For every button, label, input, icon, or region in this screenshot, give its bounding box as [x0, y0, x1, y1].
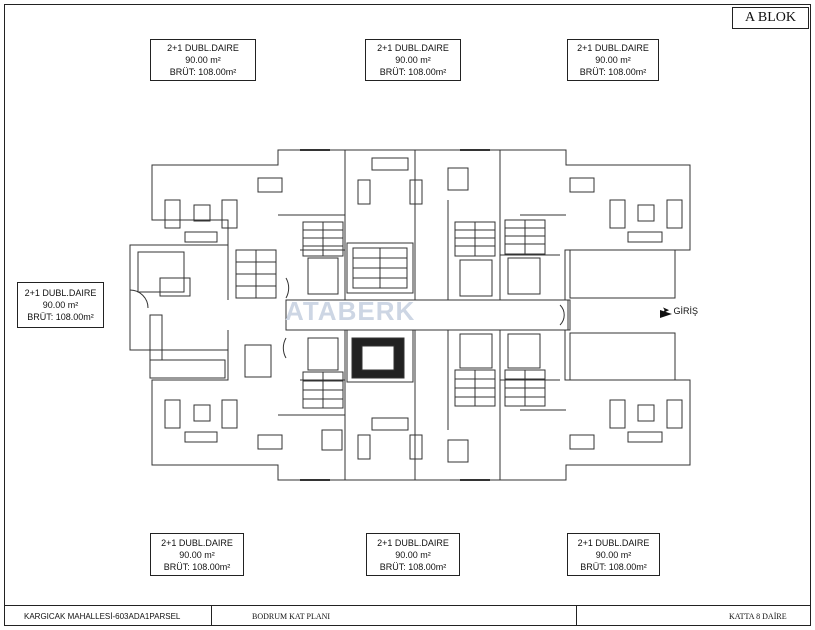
unit-gross-area: BRÜT: 108.00m² [163, 561, 231, 572]
block-title: A BLOK [732, 7, 809, 29]
elevator-car [361, 345, 395, 371]
unit-label-top-center: 2+1 DUBL.DAIRE 90.00 m² BRÜT: 108.00m² [365, 39, 461, 81]
unit-gross-area: BRÜT: 108.00m² [169, 67, 237, 77]
footer-floor-units: KATTA 8 DAİRE [729, 611, 787, 621]
stairs-top [302, 219, 546, 289]
unit-net-area: 90.00 m² [395, 549, 431, 560]
unit-gross-area: BRÜT: 108.00m² [379, 561, 447, 572]
unit-label-left: 2+1 DUBL.DAIRE 90.00 m² BRÜT: 108.00m² [17, 282, 104, 328]
unit-type: 2+1 DUBL.DAIRE [577, 43, 649, 53]
unit-net-area: 90.00 m² [185, 55, 221, 65]
footer-divider [576, 606, 577, 626]
unit-label-top-right: 2+1 DUBL.DAIRE 90.00 m² BRÜT: 108.00m² [567, 39, 659, 81]
unit-label-bottom-left: 2+1 DUBL.DAIRE 90.00 m² BRÜT: 108.00m² [150, 533, 244, 576]
left-kitchen [149, 359, 226, 379]
unit-gross-area: BRÜT: 108.00m² [27, 312, 94, 322]
unit-label-bottom-right: 2+1 DUBL.DAIRE 90.00 m² BRÜT: 108.00m² [567, 533, 660, 576]
entrance-label: ➤ GİRİŞ [662, 305, 698, 316]
entrance-arrow-icon: ➤ [662, 305, 670, 315]
unit-label-top-left: 2+1 DUBL.DAIRE 90.00 m² BRÜT: 108.00m² [150, 39, 256, 81]
title-block: KARGICAK MAHALLESİ-603ADA1PARSEL BODRUM … [4, 605, 811, 626]
unit-net-area: 90.00 m² [42, 300, 79, 310]
unit-net-area: 90.00 m² [179, 549, 215, 560]
unit-label-bottom-center: 2+1 DUBL.DAIRE 90.00 m² BRÜT: 108.00m² [366, 533, 460, 576]
unit-gross-area: BRÜT: 108.00m² [580, 561, 647, 572]
terrace-top-right [569, 249, 676, 299]
unit-net-area: 90.00 m² [395, 55, 431, 65]
dining-tables [257, 167, 595, 463]
footer-location: KARGICAK MAHALLESİ-603ADA1PARSEL [24, 611, 181, 621]
drawing-frame [4, 4, 811, 626]
unit-type: 2+1 DUBL.DAIRE [377, 43, 449, 53]
stairs-bottom [302, 369, 546, 409]
unit-gross-area: BRÜT: 108.00m² [579, 67, 647, 77]
left-sofa [137, 251, 185, 293]
sofa-sets [164, 157, 683, 460]
unit-type: 2+1 DUBL.DAIRE [167, 43, 239, 53]
footer-divider [211, 606, 212, 626]
unit-net-area: 90.00 m² [595, 55, 631, 65]
left-table [159, 277, 191, 297]
entrance-arrow [660, 310, 672, 318]
watermark-logo: ATABERK [285, 296, 416, 326]
unit-type: 2+1 DUBL.DAIRE [577, 537, 650, 548]
stair-core-top [346, 242, 414, 294]
unit-gross-area: BRÜT: 108.00m² [379, 67, 447, 77]
unit-type: 2+1 DUBL.DAIRE [161, 537, 233, 548]
footer-plan-name: BODRUM KAT PLANI [252, 611, 331, 621]
unit-type: 2+1 DUBL.DAIRE [377, 537, 449, 548]
stair-core-bottom [346, 329, 414, 383]
unit-net-area: 90.00 m² [595, 549, 632, 560]
terrace-bottom-right [569, 332, 676, 381]
entrance-text: GİRİŞ [673, 305, 699, 316]
bathrooms [244, 257, 541, 378]
unit-type: 2+1 DUBL.DAIRE [24, 288, 97, 298]
corridor [285, 299, 569, 331]
